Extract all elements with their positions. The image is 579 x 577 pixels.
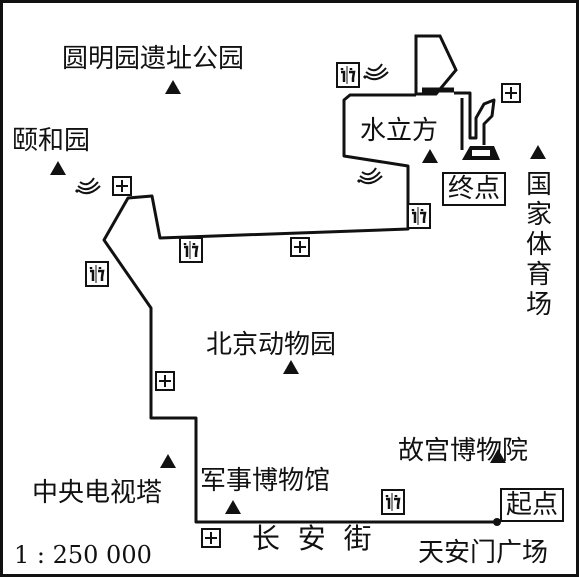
- banana-icon: [362, 63, 389, 81]
- label-gugongbowuyuan: 故宫博物院: [398, 436, 529, 466]
- restroom-icon: [179, 237, 203, 263]
- first-aid-icon: [290, 237, 310, 257]
- scale-bar-text: 1 : 250 000: [14, 541, 152, 569]
- triangle-icon: [490, 449, 506, 463]
- first-aid-icon: [201, 528, 221, 548]
- banana-icon: [356, 167, 383, 185]
- triangle-icon: [165, 80, 181, 94]
- restroom-icon: [407, 203, 431, 229]
- route-line-end: [454, 91, 496, 145]
- triangle-icon: [283, 360, 299, 374]
- first-aid-icon: [501, 83, 521, 103]
- label-shuilifang: 水立方: [360, 116, 439, 146]
- label-changanjie: 长 安 街: [252, 522, 372, 555]
- label-yuanmingyuan: 圆明园遗址公园: [62, 44, 245, 74]
- first-aid-stations: [112, 83, 521, 548]
- triangle-icon: [422, 149, 438, 163]
- restroom-icon: [336, 62, 360, 88]
- label-junshibowuguan: 军事博物馆: [200, 466, 331, 496]
- route-line: [102, 93, 497, 524]
- label-guojiatiyuchang: 国家体育场: [525, 170, 552, 320]
- restroom-icon: [85, 261, 109, 287]
- start-point-dot: [493, 518, 501, 526]
- first-aid-icon: [112, 176, 132, 196]
- label-start-point: 起点: [500, 488, 565, 522]
- label-beijingdongwuyuan: 北京动物园: [206, 330, 337, 360]
- triangle-icon: [225, 500, 241, 514]
- water-cube-outline: [414, 34, 458, 96]
- first-aid-icon: [155, 371, 175, 391]
- banana-icon: [74, 177, 101, 195]
- supply-points: [74, 63, 389, 195]
- triangle-icon: [50, 161, 66, 175]
- finish-marker-inner: [472, 150, 490, 156]
- triangle-icon: [160, 454, 176, 468]
- label-zhongyangdianshita: 中央电视塔: [32, 478, 163, 508]
- landmark-triangles: [50, 80, 546, 514]
- label-yiheyuan: 颐和园: [12, 126, 91, 156]
- triangle-icon: [530, 145, 546, 159]
- label-tiananmenguangchang: 天安门广场: [418, 538, 549, 568]
- restrooms: [85, 62, 431, 515]
- label-end-point: 终点: [442, 172, 507, 206]
- restroom-icon: [381, 489, 405, 515]
